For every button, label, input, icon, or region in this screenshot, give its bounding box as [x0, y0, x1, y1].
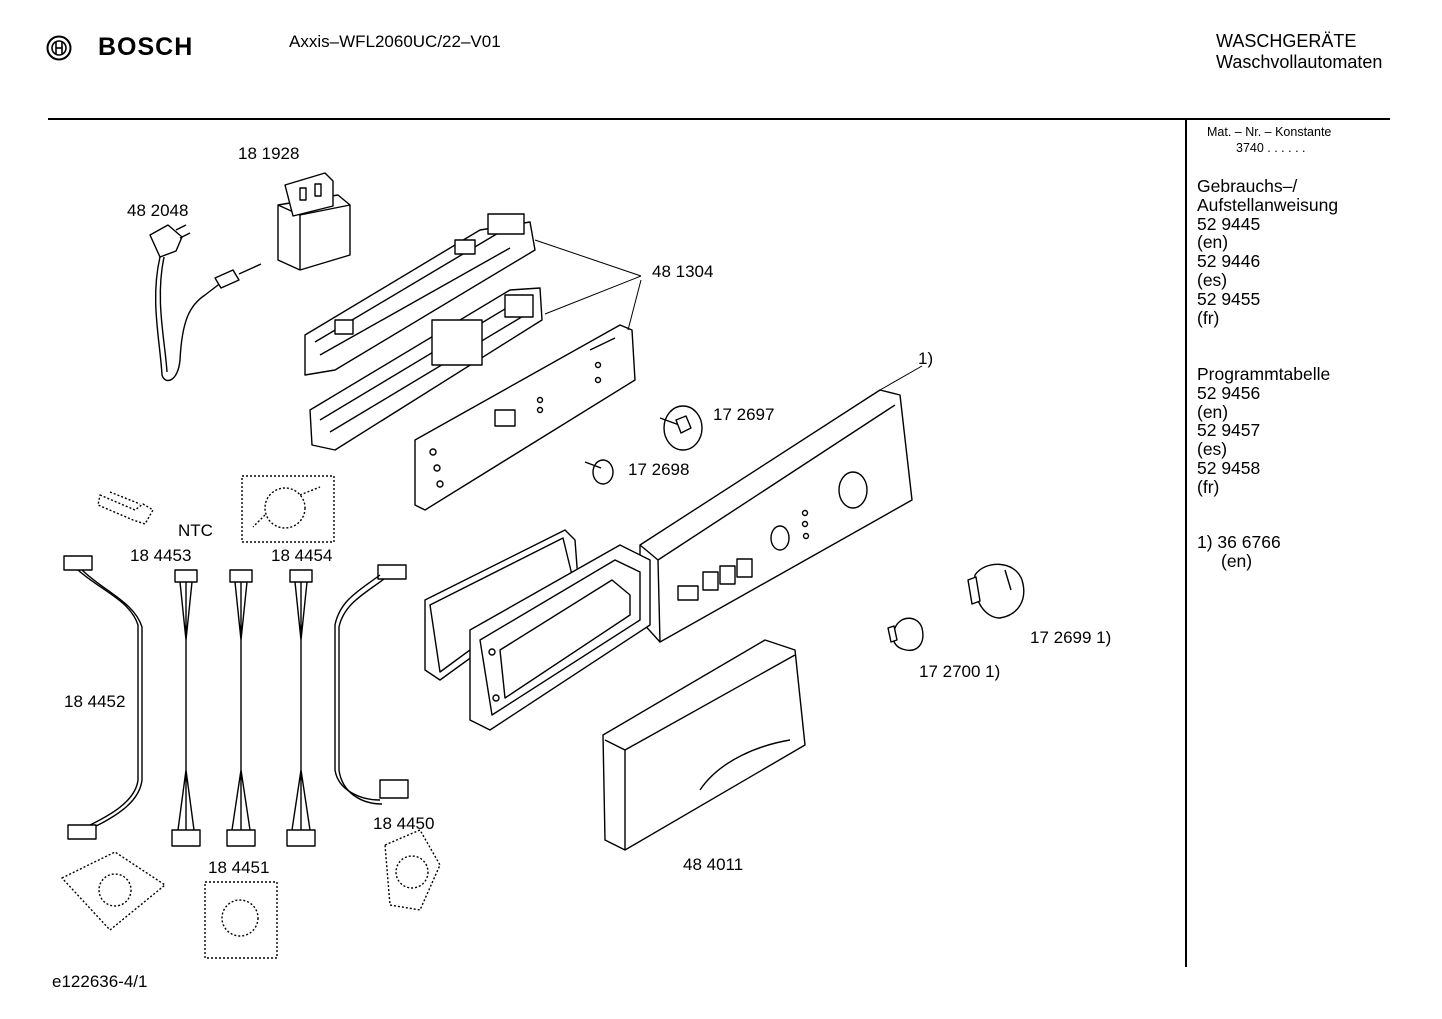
module-carrier-middle-icon	[309, 287, 543, 451]
small-knob-icon	[887, 617, 924, 652]
part-label: 48 4011	[683, 855, 744, 874]
drain-pump-reference-icon	[384, 829, 441, 911]
heater-reference-icon	[204, 881, 278, 959]
part-label: 18 1928	[238, 144, 300, 163]
part-label: 48 1304	[652, 262, 714, 281]
part-label: 18 4453	[130, 546, 192, 565]
drawing-id: e122636-4/1	[52, 972, 148, 991]
manual-item: 52 9446	[1197, 251, 1261, 272]
part-label: NTC	[178, 521, 213, 540]
manual-item: 52 9455	[1197, 288, 1261, 309]
manual-item: 52 9445	[1197, 213, 1261, 234]
program-item: (es)	[1197, 439, 1228, 460]
filter-box-icon	[277, 172, 351, 271]
footnote-line2: (en)	[1221, 551, 1253, 571]
part-label: 18 4450	[373, 814, 435, 833]
program-item: (en)	[1197, 401, 1229, 422]
program-item: 52 9456	[1197, 382, 1261, 403]
ntc-sensor-icon	[97, 491, 154, 525]
pump-reference-icon	[241, 475, 335, 543]
part-label: 17 2699 1)	[1030, 628, 1112, 647]
module-carrier-top-icon	[304, 213, 536, 376]
part-label: 17 2698	[628, 460, 690, 479]
model-number: Axxis–WFL2060UC/22–V01	[289, 32, 501, 51]
part-label: 18 4452	[64, 692, 126, 711]
knob-shaft-icon	[659, 405, 703, 451]
program-item: 52 9457	[1197, 420, 1261, 441]
brand-name: BOSCH	[98, 33, 194, 61]
manual-title-line1: Gebrauchs–/	[1197, 176, 1298, 196]
power-cord-icon	[149, 224, 262, 382]
program-table: Programmtabelle 52 9456 (en) 52 9457 (es…	[1197, 365, 1330, 497]
manual-title-line2: Aufstellanweisung	[1197, 194, 1339, 215]
category-subtitle: Waschvollautomaten	[1216, 52, 1383, 72]
manual-item: (es)	[1197, 269, 1228, 290]
part-label: 48 2048	[127, 201, 189, 220]
drawer-frame-icon	[424, 529, 651, 731]
program-item: 52 9458	[1197, 457, 1261, 478]
bosch-logo-icon	[46, 35, 72, 61]
drawer-handle-icon	[602, 639, 806, 851]
control-panel-icon	[639, 365, 923, 643]
manual-item: (en)	[1197, 232, 1229, 253]
small-shaft-icon	[584, 459, 614, 485]
part-label: 18 4451	[208, 858, 270, 877]
footnote-line1: 1) 36 6766	[1197, 532, 1281, 552]
category-title: WASCHGERÄTE	[1216, 31, 1357, 51]
part-label: 17 2697	[713, 405, 775, 424]
part-label: 17 2700 1)	[919, 662, 1001, 681]
manual-title: Gebrauchs–/ Aufstellanweisung 52 9445 (e…	[1197, 177, 1338, 327]
program-knob-icon	[967, 563, 1025, 619]
program-title: Programmtabelle	[1197, 364, 1331, 384]
program-item: (fr)	[1197, 476, 1220, 497]
part-label: 1)	[918, 349, 934, 368]
wiring-harness-icons	[63, 555, 409, 847]
mat-nr-label: Mat. – Nr. – Konstante	[1207, 125, 1332, 139]
control-board-icon	[414, 324, 636, 511]
mat-nr-value: 3740 . . . . . .	[1236, 141, 1306, 155]
manual-item: (fr)	[1197, 307, 1220, 328]
part-label: 18 4454	[271, 546, 333, 565]
motor-reference-icon	[61, 851, 166, 931]
